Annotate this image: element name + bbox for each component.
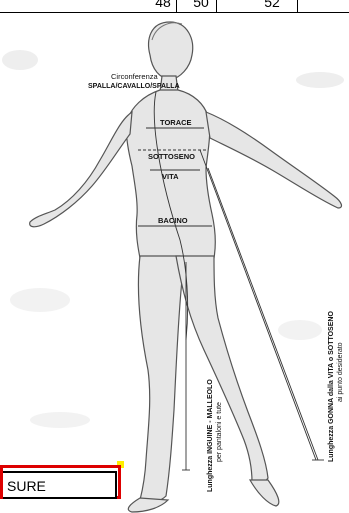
label-inguine-line2: per pantaloni e tute bbox=[216, 402, 223, 462]
label-gonna-group: Lunghezza GONNA dalla VITA o SOTTOSENO a… bbox=[328, 311, 344, 462]
label-circonferenza: Circonferenza bbox=[111, 72, 159, 81]
label-vita: VITA bbox=[162, 172, 179, 181]
label-torace: TORACE bbox=[160, 118, 192, 127]
misure-button-frame[interactable]: SURE bbox=[0, 465, 121, 499]
label-spalla-cavallo-spalla: SPALLA/CAVALLO/SPALLA bbox=[88, 83, 180, 90]
gonna-line bbox=[208, 168, 318, 460]
label-inguine-line1: Lunghezza INGUINE - MALLEOLO bbox=[207, 379, 214, 492]
label-bacino: BACINO bbox=[158, 216, 188, 225]
label-gonna-line2: ai punto desiderato bbox=[337, 342, 344, 402]
label-gonna-line1: Lunghezza GONNA dalla VITA o SOTTOSENO bbox=[328, 311, 335, 462]
label-sottoseno: SOTTOSENO bbox=[148, 152, 195, 161]
misure-button[interactable]: SURE bbox=[3, 471, 117, 499]
label-inguine-group: Lunghezza INGUINE - MALLEOLO per pantalo… bbox=[207, 379, 223, 492]
misure-button-label: SURE bbox=[7, 478, 46, 494]
